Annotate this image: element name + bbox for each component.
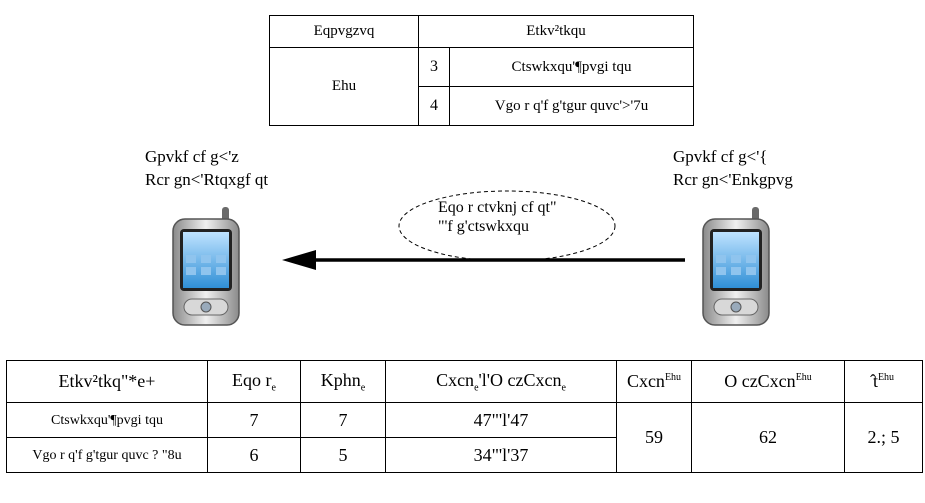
message-line-2: "'f g'ctswkxqu	[438, 218, 529, 235]
message-line-1: Eqo r ctvknj cf qt"	[438, 199, 557, 216]
result-comp: 6	[207, 437, 301, 473]
result-infl: 5	[300, 437, 386, 473]
maxaval-conn-header: O czCxcnEhu	[691, 360, 845, 403]
result-comp: 7	[207, 402, 301, 438]
result-maxaval-conn: 62	[691, 402, 845, 473]
sender-entity: Gpvkf cf g<'z	[145, 147, 239, 166]
result-criterion: Vgo r q'f g'tgur quvc ? "8u	[6, 437, 208, 473]
result-criterion: Ctswkxqu'¶pvgi tqu	[6, 402, 208, 438]
criterion-label: Vgo r q'f g'tgur quvc'>'7u	[449, 86, 694, 126]
criteria-header: Etkv²tkqu	[418, 15, 694, 48]
aval-conn-header: CxcnEhu	[616, 360, 692, 403]
message-label: Eqo r ctvknj cf qt" "'f g'ctswkxqu	[438, 198, 557, 236]
comp-header: Eqo re	[207, 360, 301, 403]
receiver-label: Gpvkf cf g<'{ Rcr gn<'Enkgpvg	[673, 145, 793, 191]
receiver-role: Rcr gn<'Enkgpvg	[673, 170, 793, 189]
criterion-header: Etkv²tkq"*e+	[6, 360, 208, 403]
receiver-entity: Gpvkf cf g<'{	[673, 147, 768, 166]
criterion-label: Ctswkxqu'¶pvgi tqu	[449, 47, 694, 87]
connection-name: Ehu	[269, 47, 419, 126]
criteria-table: Eqpvgzvq Etkv²tkqu Ehu 3 Ctswkxqu'¶pvgi …	[269, 15, 694, 126]
result-trust: 2.; 5	[844, 402, 923, 473]
result-aval-conn: 59	[616, 402, 692, 473]
sender-label: Gpvkf cf g<'z Rcr gn<'Rtqxgf qt	[145, 145, 268, 191]
result-aval: 47"'l'47	[385, 402, 617, 438]
criterion-number: 4	[418, 86, 450, 126]
trust-header: ̂tEhu	[844, 360, 923, 403]
result-aval: 34"'l'37	[385, 437, 617, 473]
result-infl: 7	[300, 402, 386, 438]
message-arrow	[282, 250, 685, 270]
sender-role: Rcr gn<'Rtqxgf qt	[145, 170, 269, 189]
criterion-number: 3	[418, 47, 450, 87]
aval-header: Cxcne'l'O czCxcne	[385, 360, 617, 403]
connection-header: Eqpvgzvq	[269, 15, 419, 48]
receiver-phone-icon	[702, 207, 770, 326]
infl-header: Kphne	[300, 360, 386, 403]
results-table: Etkv²tkq"*e+ Eqo re Kphne Cxcne'l'O czCx…	[6, 360, 923, 473]
sender-phone-icon	[172, 207, 240, 326]
